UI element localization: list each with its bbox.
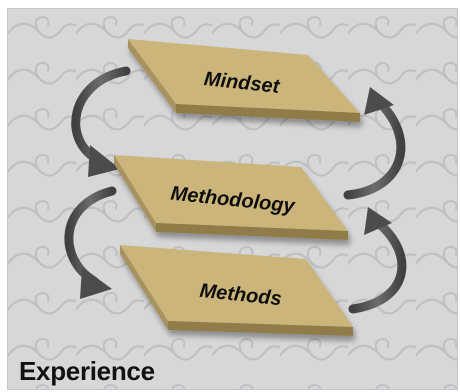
arrow-mindset-to-methodology	[71, 66, 131, 177]
layer-slab-mindset: Mindset	[128, 39, 360, 122]
layer-slab-methodology: Methodology	[114, 155, 348, 240]
arrow-methodology-to-mindset	[343, 87, 406, 200]
layer-diagram: Mindset Methodology Methods	[64, 39, 407, 336]
caption-experience: Experience	[19, 356, 155, 386]
arrow-methodology-to-methods	[64, 186, 117, 299]
diagram-panel: Mindset Methodology Methods Experience	[7, 8, 458, 390]
arrow-methods-to-methodology	[348, 207, 407, 314]
layer-slab-methods: Methods	[120, 245, 353, 336]
